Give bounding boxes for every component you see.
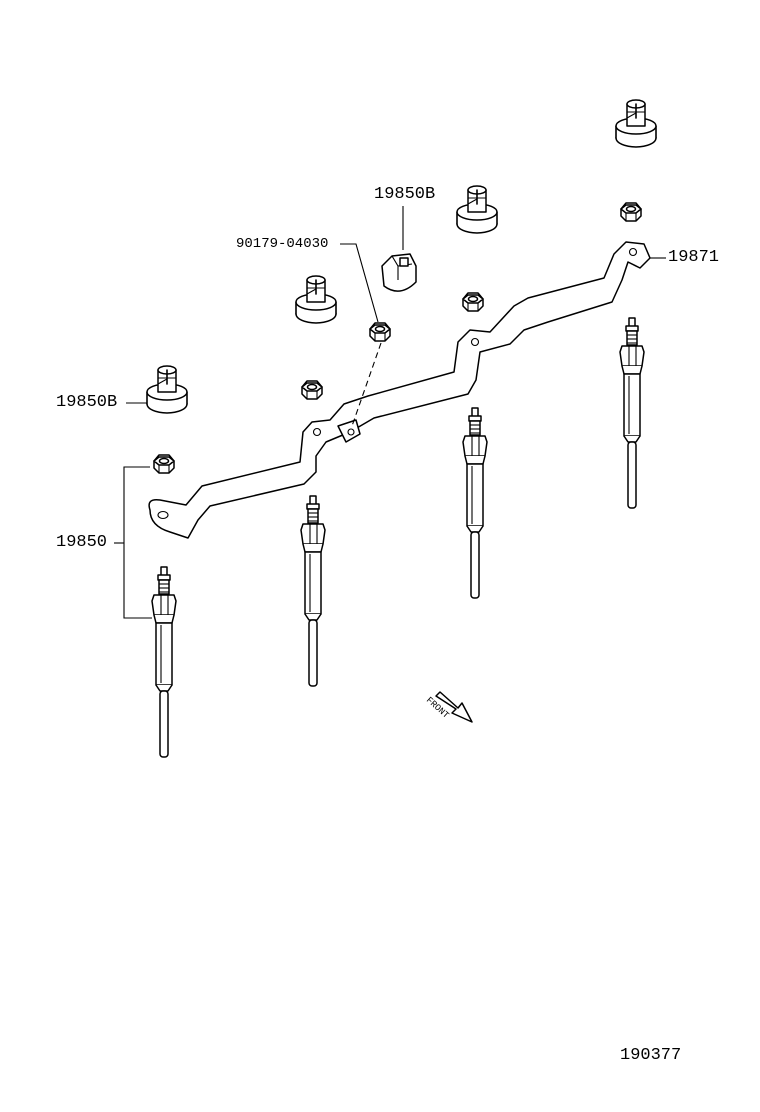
label-19850B-left: 19850B [56,393,118,412]
bushing-connector-19850B [381,253,417,292]
label-19850B-upper: 19850B [374,185,436,204]
glow-plug-bus-bar [148,241,651,539]
nut-upper-middle [462,292,484,312]
glow-plug-3 [462,407,488,599]
bushing-left [146,365,188,414]
label-90179-04030: 90179-04030 [236,236,329,252]
nut-middle-left [301,380,323,400]
label-19871: 19871 [668,248,720,267]
glow-plug-2 [300,495,326,687]
nut-90179-04030 [369,322,391,342]
diagram-number: 190377 [620,1046,682,1065]
bushing-middle-left [295,275,337,324]
glow-plug-1 [151,566,177,758]
leader-lines [114,206,666,619]
label-19850: 19850 [56,533,108,552]
glow-plug-4 [619,317,645,509]
bushing-upper-middle [456,185,498,234]
bushing-top-right [615,99,657,148]
nut-right [620,202,642,222]
nut-left [153,454,175,474]
front-arrow-icon [435,691,473,723]
